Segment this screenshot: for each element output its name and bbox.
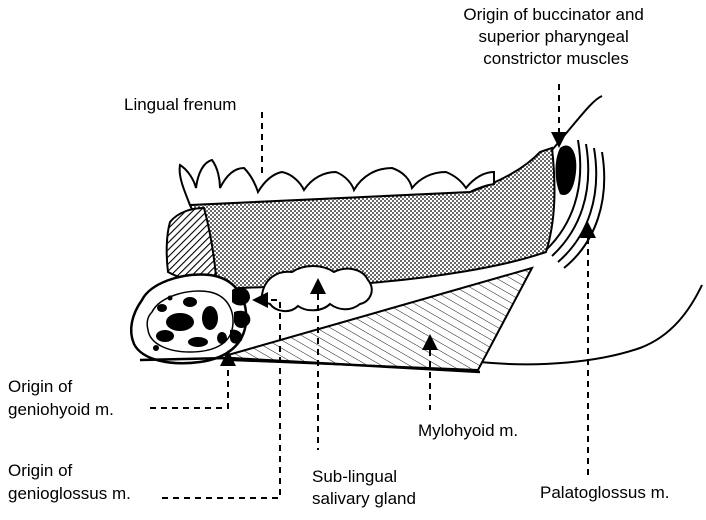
buccinator-origin-spot (556, 145, 577, 195)
genioglossus-arrowhead (252, 292, 268, 308)
sublingual-label: Sub-lingual salivary gland (312, 467, 416, 508)
palatoglossus-label: Palatoglossus m. (540, 483, 669, 502)
buccinator-arrowhead (551, 132, 567, 148)
geniohyoid-label: Origin of geniohyoid m. (8, 377, 114, 419)
genioglossus-label: Origin of genioglossus m. (8, 461, 131, 503)
lingual-frenum-label: Lingual frenum (124, 95, 236, 114)
buccinator-label: Origin of buccinator and superior pharyn… (463, 5, 648, 68)
mylohyoid-label: Mylohyoid m. (418, 421, 518, 440)
geniohyoid-leader (150, 366, 228, 408)
